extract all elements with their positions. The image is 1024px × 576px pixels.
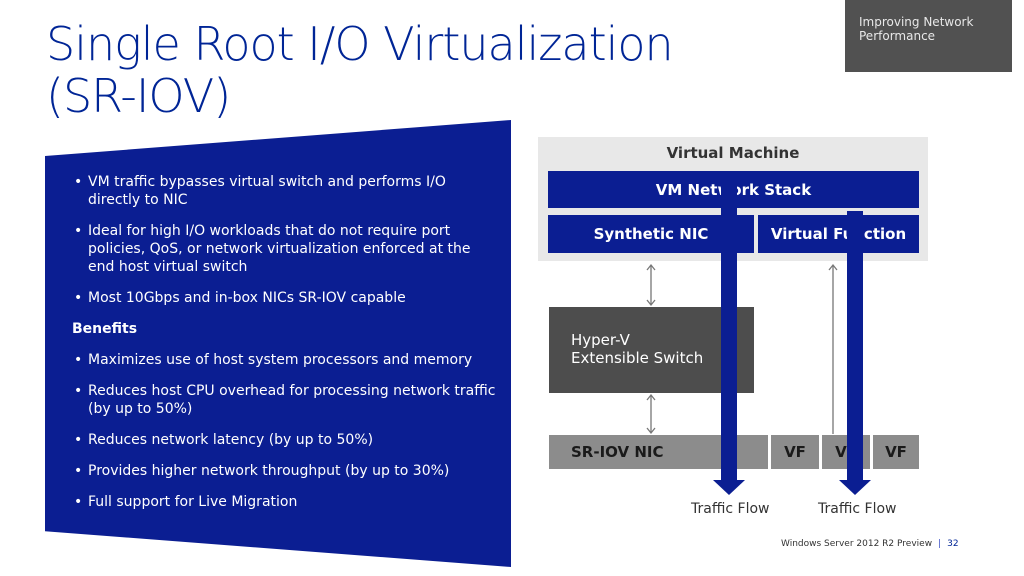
- benefits-heading: Benefits: [72, 321, 138, 337]
- benefit-item: Provides higher network throughput (by u…: [72, 462, 500, 480]
- page-number: 32: [947, 539, 959, 549]
- traffic-flow-label: Traffic Flow: [818, 501, 897, 517]
- benefit-item: Reduces network latency (by up to 50%): [72, 431, 500, 449]
- virtual-machine-label: Virtual Machine: [666, 144, 800, 162]
- traffic-flow-arrow-right-head: [839, 480, 871, 495]
- switch-label-line-2: Extensible Switch: [571, 349, 704, 367]
- traffic-flow-arrow-right-shaft: [847, 211, 863, 480]
- bullet-item: VM traffic bypasses virtual switch and p…: [72, 173, 500, 209]
- section-tag-line-1: Improving Network: [859, 15, 974, 29]
- virtual-function-box: Virtual Function: [758, 215, 919, 253]
- benefit-item: Reduces host CPU overhead for processing…: [72, 382, 500, 418]
- title-line-2: (SR-IOV): [46, 69, 231, 123]
- footer-separator: |: [938, 539, 942, 549]
- hyper-v-switch-box: Hyper-V Extensible Switch: [549, 307, 754, 393]
- benefit-item: Full support for Live Migration: [72, 493, 500, 511]
- traffic-flow-arrow-left-head: [713, 480, 745, 495]
- bullet-list: VM traffic bypasses virtual switch and p…: [72, 173, 500, 524]
- synthetic-nic-box: Synthetic NIC: [548, 215, 754, 253]
- section-tag-line-2: Performance: [859, 29, 936, 43]
- footer-text: Windows Server 2012 R2 Preview: [781, 539, 933, 549]
- section-tag: Improving Network Performance: [845, 0, 1012, 72]
- vf-box: VF: [771, 435, 819, 469]
- traffic-flow-label: Traffic Flow: [691, 501, 770, 517]
- benefit-item: Maximizes use of host system processors …: [72, 351, 500, 369]
- title-line-1: Single Root I/O Virtualization: [46, 17, 674, 71]
- switch-label-line-1: Hyper-V: [571, 331, 630, 349]
- traffic-flow-arrow-left-shaft: [721, 185, 737, 480]
- vf-box: VF: [873, 435, 919, 469]
- bullet-item: Most 10Gbps and in-box NICs SR-IOV capab…: [72, 289, 500, 307]
- footer: Windows Server 2012 R2 Preview | 32: [781, 539, 959, 549]
- bullet-item: Ideal for high I/O workloads that do not…: [72, 222, 500, 276]
- slide-title: Single Root I/O Virtualization (SR-IOV): [46, 17, 674, 123]
